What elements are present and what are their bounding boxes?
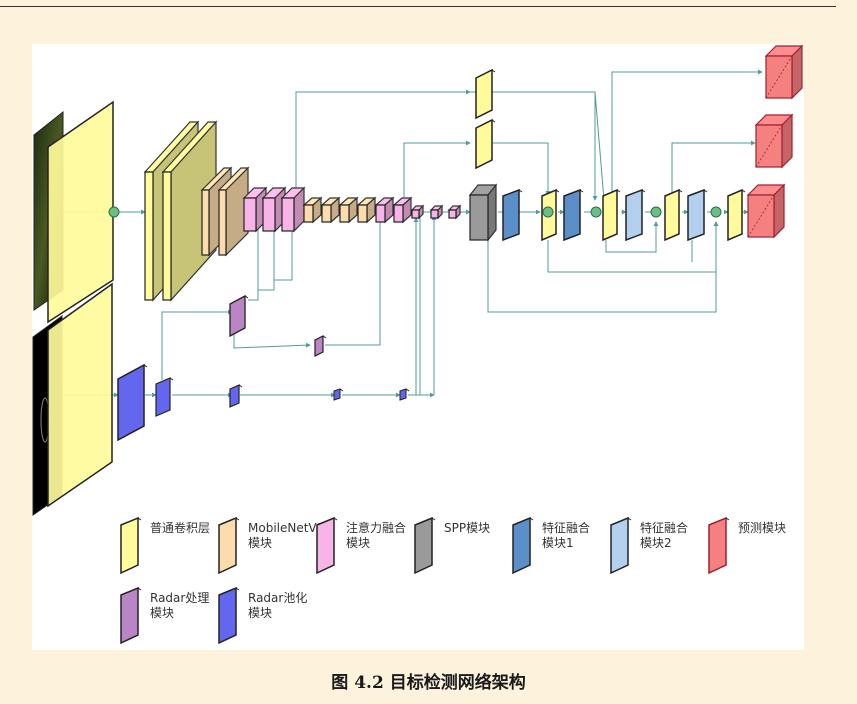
legend-label-spp: SPP模块 [444,521,491,535]
link-to-pred-2 [671,140,756,195]
figure-caption: 图 4.2 目标检测网络架构 [331,673,526,693]
input-layer [32,100,114,516]
mobilenet-small-3 [338,196,359,224]
link-radar-proc1-out-a [248,217,261,301]
conv-block-head-3 [664,188,683,242]
attention-block-3 [280,186,306,233]
camera-input-image [33,100,114,324]
junction-1 [108,206,120,218]
legend-swatch-mobilenet [218,516,240,575]
top-rule [0,6,836,7]
legend-item-mobilenet: MobileNetV3 模块 [216,515,325,577]
legend-item-radar_pool: Radar池化 模块 [216,585,322,647]
spp-block [468,183,498,242]
legend-label-mobilenet: MobileNetV3 模块 [248,521,325,550]
attention-tiny-3 [447,204,462,220]
attention-tiny-2 [429,204,444,220]
mobilenet-small-4 [356,196,377,224]
link-skip-mid-2 [493,142,551,196]
radar-pool-block-2 [155,377,174,417]
legend-swatch-radar_process [120,586,142,645]
conv-block-head-2 [602,188,621,242]
legend-item-feature1: 特征融合 模块1 [510,515,616,577]
junction-3 [590,206,602,218]
legend-item-attention: 注意力融合 模块 [314,515,420,577]
radar-process-block-1 [229,294,249,338]
link-skip-mid [403,140,471,200]
link-loop-mid [605,221,659,253]
link-radar-proc1-in [161,309,233,380]
mobilenet-small-1 [302,196,323,224]
radar-conv-plate [47,282,113,508]
legend-label-radar_process: Radar处理 模块 [150,591,210,620]
legend-label-radar_pool: Radar池化 模块 [248,591,308,620]
link-skip-top-1 [295,91,605,201]
link-radar-proc2-out [325,217,383,346]
legend-item-feature2: 特征融合 模块2 [608,515,714,577]
legend-swatch-prediction [708,516,730,575]
blocks-layer [117,44,804,442]
legend-label-feature2: 特征融合 模块2 [640,521,689,550]
legend-swatch-feature1 [512,516,534,575]
legend-item-radar_process: Radar处理 模块 [118,585,224,647]
legend-label-prediction: 预测模块 [738,521,787,535]
radar-pool-block-5 [399,388,410,401]
conv-block-top-2 [475,118,496,170]
legend-swatch-attention [316,516,338,575]
legend-label-feature1: 特征融合 模块1 [542,521,591,550]
attention-small-1 [374,196,395,224]
attention-tiny-1 [410,204,425,220]
link-radar-proc1-out-c [274,219,295,281]
prediction-block-3 [746,183,786,239]
legend-item-prediction: 预测模块 [706,515,812,577]
link-skip-top-2 [493,91,598,201]
prediction-block-2 [754,113,794,169]
link-to-pred-1 [611,69,763,195]
prediction-block-1 [764,44,804,100]
legend-swatch-radar_pool [218,586,240,645]
junction-4 [650,206,662,218]
legend-label-attention: 注意力融合 模块 [346,521,407,550]
radar-pool-block-1 [117,363,148,442]
attention-small-2 [392,196,413,224]
link-loop-bottom-2 [487,221,719,313]
connections-layer [50,69,763,398]
feature-fusion2-block-2 [687,188,708,242]
link-radar-proc1-out-b [258,219,277,291]
legend-label-conv: 普通卷积层 [150,521,211,535]
camera-conv-plate [47,100,114,324]
junction-2 [542,206,554,218]
legend-item-conv: 普通卷积层 [118,515,224,577]
feature-fusion1-block-1 [502,188,523,242]
junction-5 [710,206,722,218]
mobilenet-block-2 [217,166,250,257]
conv-block-head-4 [727,188,746,242]
feature-fusion1-block-2 [563,188,584,242]
legend-item-spp: SPP模块 [412,515,518,577]
junctions-layer [108,206,722,218]
radar-input-image [32,282,113,516]
radar-process-block-2 [314,335,327,357]
legend-swatch-conv [120,516,142,575]
radar-pool-block-3 [229,384,243,408]
feature-fusion2-block-1 [625,188,646,242]
radar-pool-block-4 [333,388,344,401]
legend-swatch-spp [414,516,436,575]
legend-swatch-feature2 [610,516,632,575]
conv-block-top-1 [475,68,496,120]
mobilenet-small-2 [320,196,341,224]
